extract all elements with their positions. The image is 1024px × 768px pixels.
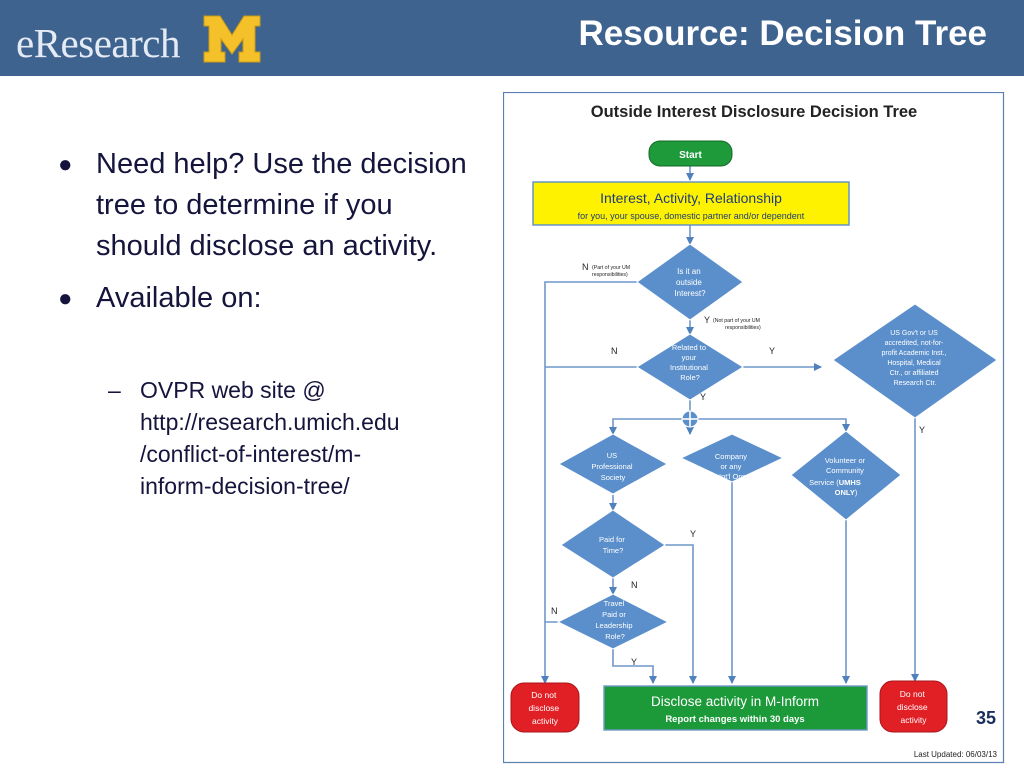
do-not-disclose-label: Do not disclose activity <box>528 690 561 726</box>
interest-subtitle: for you, your spouse, domestic partner a… <box>578 211 805 221</box>
start-label: Start <box>679 150 702 161</box>
branch-y-below-related: Y <box>700 392 706 402</box>
decision-volunteer-service <box>790 430 902 521</box>
do-not-disclose-label: Do not disclose activity <box>897 689 930 725</box>
branch-y-travel: Y <box>631 657 637 667</box>
ovpr-link-line[interactable]: /conflict-of-interest/m- <box>140 441 362 467</box>
branch-y-outside: Y <box>704 315 710 325</box>
decision-us-gov-label: US Gov't or US accredited, not-for- prof… <box>882 330 949 387</box>
bullet-dot-icon: ● <box>58 151 73 178</box>
dash-bullet-icon: – <box>108 377 121 403</box>
decision-outside-interest <box>636 243 744 321</box>
branch-n-outside: N <box>582 262 589 272</box>
diagram-title: Outside Interest Disclosure Decision Tre… <box>591 103 917 121</box>
bullet-text: Need help? Use the decision tree to dete… <box>96 148 467 262</box>
branch-y-outside-note: (Not part of your UM responsibilities) <box>713 318 761 331</box>
decision-us-professional-society-label: US Professional Society <box>591 451 634 482</box>
michigan-block-m-logo <box>203 15 261 63</box>
disclose-activity-node <box>603 685 868 731</box>
start-node <box>648 140 733 167</box>
page-number: 35 <box>976 708 997 728</box>
do-not-disclose-node <box>510 682 580 733</box>
branch-n-paid: N <box>631 580 638 590</box>
decision-institutional-role-label: Related to your Institutional Role? <box>670 343 710 382</box>
do-not-disclose-node <box>879 680 948 733</box>
decision-volunteer-service-label: Volunteer or Community Service (UMHS ONL… <box>809 456 867 497</box>
decision-travel-leadership <box>556 593 670 650</box>
sub-bullet-item: – OVPR web site @ http://research.umich.… <box>58 374 560 502</box>
decision-travel-leadership-label: Travel Paid or Leadership Role? <box>595 599 634 641</box>
last-updated: Last Updated: 06/03/13 <box>914 750 998 759</box>
decision-company-intl-org-label: Company or any Int'l Org <box>715 452 749 481</box>
bullet-list: ● Need help? Use the decision tree to de… <box>58 144 478 330</box>
decision-tree-diagram: Outside Interest Disclosure Decision Tre… <box>503 92 1005 764</box>
interest-activity-node <box>532 181 850 226</box>
ovpr-link-line[interactable]: http://research.umich.edu <box>140 409 400 435</box>
decision-paid-for-time <box>560 509 666 579</box>
bullet-dot-icon: ● <box>58 285 73 312</box>
decision-paid-for-time-label: Paid for Time? <box>599 535 627 555</box>
disclose-subtitle: Report changes within 30 days <box>665 714 804 725</box>
logo-text: eResearch <box>16 20 180 66</box>
ovpr-link-line[interactable]: inform-decision-tree/ <box>140 473 350 499</box>
branch-n-travel: N <box>551 606 558 616</box>
interest-title: Interest, Activity, Relationship <box>600 190 782 206</box>
sub-bullet-line: OVPR web site @ <box>140 377 326 403</box>
decision-outside-interest-label: Is it an outside Interest? <box>674 267 706 298</box>
header-bar: eResearch Resource: Decision Tree <box>0 0 1024 76</box>
decision-company-intl-org <box>679 433 785 483</box>
bullet-item: ● Available on: <box>58 278 478 319</box>
decision-us-professional-society <box>557 433 669 495</box>
branch-y-usgov: Y <box>919 425 925 435</box>
decision-us-gov <box>832 303 998 419</box>
branch-y-paid: Y <box>690 529 696 539</box>
bullet-text: Available on: <box>96 282 262 314</box>
disclose-title: Disclose activity in M-Inform <box>651 694 819 709</box>
slide-title: Resource: Decision Tree <box>578 14 988 53</box>
branch-n-related: N <box>611 346 618 356</box>
branch-n-outside-note: (Part of your UM responsibilities) <box>592 265 632 278</box>
decision-institutional-role <box>636 333 744 401</box>
branch-y-related: Y <box>769 346 775 356</box>
bullet-item: ● Need help? Use the decision tree to de… <box>58 144 478 267</box>
connector-lines <box>541 166 919 684</box>
